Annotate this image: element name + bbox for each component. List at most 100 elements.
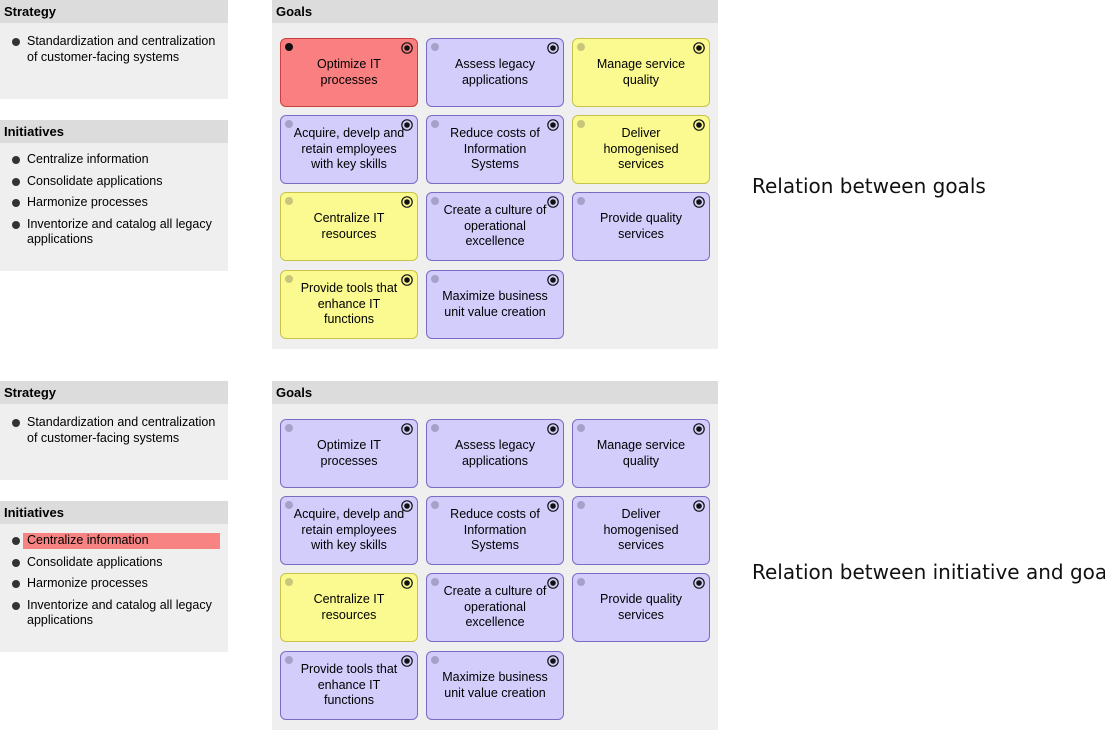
goals-header: Goals [272, 381, 718, 404]
goal-marker-icon [577, 501, 585, 509]
goal-label: Provide quality services [600, 592, 682, 622]
list-item-label: Centralize information [23, 533, 220, 549]
strategy-header: Strategy [0, 0, 228, 23]
goal-target-icon [401, 577, 413, 589]
strategy-panel: Strategy Standardization and centralizat… [0, 0, 228, 99]
goal-marker-icon [431, 197, 439, 205]
goal-target-icon [547, 196, 559, 208]
list-item[interactable]: Inventorize and catalog all legacy appli… [0, 217, 228, 248]
goal-box[interactable]: Create a culture of operational excellen… [426, 192, 564, 261]
goal-box[interactable]: Centralize IT resources [280, 192, 418, 261]
goal-box[interactable]: Maximize business unit value creation [426, 651, 564, 720]
list-item[interactable]: Inventorize and catalog all legacy appli… [0, 598, 228, 629]
strategy-header: Strategy [0, 381, 228, 404]
goal-label: Create a culture of operational excellen… [443, 203, 547, 249]
list-item[interactable]: Centralize information [0, 152, 228, 168]
goal-target-icon [401, 196, 413, 208]
view-relation-initiative-goal: Strategy Standardization and centralizat… [0, 381, 1105, 741]
goal-label: Provide quality services [600, 211, 682, 241]
bullet-icon [12, 537, 20, 545]
goal-marker-icon [577, 197, 585, 205]
goal-label: Manage service quality [596, 438, 686, 468]
goal-label: Maximize business unit value creation [442, 289, 548, 319]
view-caption: Relation between goals [752, 174, 986, 198]
bullet-icon [12, 156, 20, 164]
goal-marker-icon [431, 120, 439, 128]
goal-box[interactable]: Create a culture of operational excellen… [426, 573, 564, 642]
goal-box[interactable]: Acquire, develp and retain employees wit… [280, 496, 418, 565]
goal-marker-icon [285, 578, 293, 586]
goal-label: Centralize IT resources [313, 592, 385, 622]
goal-box[interactable]: Acquire, develp and retain employees wit… [280, 115, 418, 184]
goal-label: Optimize IT processes [317, 57, 381, 87]
goal-label: Acquire, develp and retain employees wit… [293, 507, 405, 553]
goal-label: Assess legacy applications [455, 438, 535, 468]
goal-box[interactable]: Reduce costs of Information Systems [426, 496, 564, 565]
strategy-list: Standardization and centralization of cu… [0, 23, 228, 65]
goal-box[interactable]: Manage service quality [572, 38, 710, 107]
goal-box[interactable]: Reduce costs of Information Systems [426, 115, 564, 184]
strategy-panel: Strategy Standardization and centralizat… [0, 381, 228, 480]
goal-box[interactable]: Deliver homogenised services [572, 496, 710, 565]
goal-box[interactable]: Provide tools that enhance IT functions [280, 270, 418, 339]
bullet-icon [12, 177, 20, 186]
goal-label: Provide tools that enhance IT functions [300, 281, 398, 327]
list-item[interactable]: Standardization and centralization of cu… [0, 34, 228, 65]
goal-target-icon [693, 423, 705, 435]
goals-header: Goals [272, 0, 718, 23]
view-relation-between-goals: Strategy Standardization and centralizat… [0, 0, 1105, 360]
goal-label: Provide tools that enhance IT functions [300, 662, 398, 708]
list-item-label: Consolidate applications [27, 554, 163, 569]
goal-marker-icon [431, 275, 439, 283]
list-item[interactable]: Standardization and centralization of cu… [0, 415, 228, 446]
goal-box[interactable]: Assess legacy applications [426, 38, 564, 107]
bullet-icon [12, 601, 20, 610]
goal-target-icon [693, 196, 705, 208]
list-item-label: Inventorize and catalog all legacy appli… [27, 216, 212, 247]
goal-marker-icon [285, 275, 293, 283]
initiatives-header: Initiatives [0, 501, 228, 524]
bullet-icon [12, 199, 20, 207]
list-item[interactable]: Harmonize processes [0, 576, 228, 592]
bullet-icon [12, 419, 20, 427]
goal-target-icon [401, 119, 413, 131]
bullet-icon [12, 38, 20, 46]
goal-target-icon [693, 577, 705, 589]
list-item[interactable]: Centralize information [0, 533, 228, 549]
goal-box[interactable]: Provide quality services [572, 573, 710, 642]
goal-box[interactable]: Deliver homogenised services [572, 115, 710, 184]
goal-label: Reduce costs of Information Systems [450, 507, 540, 553]
goals-panel: Goals Optimize IT processes Assess legacy… [272, 0, 718, 349]
goal-target-icon [401, 274, 413, 286]
list-item[interactable]: Consolidate applications [0, 555, 228, 571]
goal-box[interactable]: Centralize IT resources [280, 573, 418, 642]
list-item[interactable]: Consolidate applications [0, 174, 228, 190]
goal-marker-icon [577, 43, 585, 51]
list-item-label: Harmonize processes [27, 195, 148, 209]
goal-box[interactable]: Assess legacy applications [426, 419, 564, 488]
goal-box[interactable]: Manage service quality [572, 419, 710, 488]
goal-box[interactable]: Provide tools that enhance IT functions [280, 651, 418, 720]
goal-target-icon [693, 42, 705, 54]
list-item-label: Standardization and centralization of cu… [27, 34, 216, 64]
strategy-list: Standardization and centralization of cu… [0, 404, 228, 446]
goal-marker-icon [577, 578, 585, 586]
goal-marker-icon [285, 197, 293, 205]
goal-target-icon [693, 500, 705, 512]
goal-label: Deliver homogenised services [603, 126, 679, 172]
goal-marker-icon [577, 120, 585, 128]
goal-marker-icon [431, 656, 439, 664]
list-item[interactable]: Harmonize processes [0, 195, 228, 211]
goal-box[interactable]: Optimize IT processes [280, 38, 418, 107]
goal-box[interactable]: Provide quality services [572, 192, 710, 261]
goal-box[interactable]: Maximize business unit value creation [426, 270, 564, 339]
goal-label: Optimize IT processes [317, 438, 381, 468]
goal-box[interactable]: Optimize IT processes [280, 419, 418, 488]
goal-marker-icon [431, 424, 439, 432]
goal-marker-icon [285, 656, 293, 664]
goal-label: Maximize business unit value creation [442, 670, 548, 700]
